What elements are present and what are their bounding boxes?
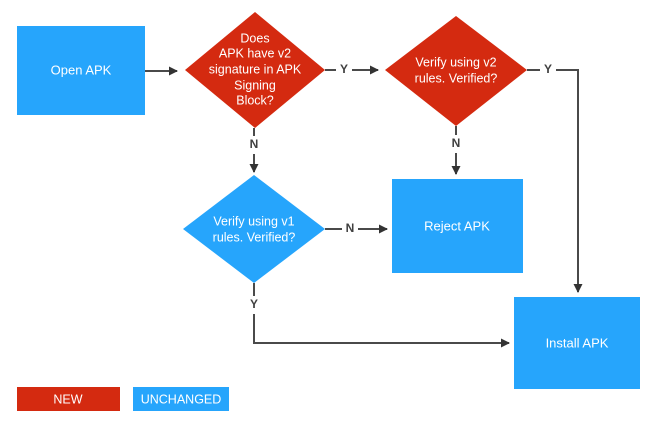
- connector-verifyv2-yes-to-install: Y: [527, 61, 583, 293]
- node-has-v2-signature-line-4: Block?: [236, 93, 274, 107]
- node-verify-v2[interactable]: Verify using v2 rules. Verified?: [385, 16, 527, 126]
- node-verify-v2-line-1: rules. Verified?: [415, 71, 498, 85]
- node-open-apk[interactable]: Open APK: [17, 26, 145, 115]
- edge-label-no-verifyv1: N: [346, 221, 355, 235]
- edge-label-yes-verifyv1: Y: [250, 297, 258, 311]
- legend-item-new: NEW: [17, 387, 120, 411]
- node-verify-v1-line-1: rules. Verified?: [213, 230, 296, 244]
- node-install-apk[interactable]: Install APK: [514, 297, 640, 389]
- node-verify-v1-line-0: Verify using v1: [213, 214, 294, 228]
- connector-verifyv2-no-to-reject: N: [448, 126, 464, 175]
- node-verify-v2-shape: [385, 16, 527, 126]
- node-has-v2-signature[interactable]: Does APK have v2 signature in APK Signin…: [185, 12, 325, 128]
- node-install-apk-shape: [514, 297, 640, 389]
- edge-label-no-verifyv2: N: [452, 136, 461, 150]
- node-install-apk-label: Install APK: [546, 335, 609, 350]
- connector-verifyv1-yes-to-install: Y: [246, 283, 510, 348]
- node-open-apk-label: Open APK: [51, 62, 112, 77]
- connector-v2question-yes: Y: [325, 61, 379, 79]
- connector-v2question-no: N: [246, 128, 262, 173]
- node-verify-v1-shape: [183, 175, 325, 283]
- connector-verifyv1-no-to-reject: N: [325, 220, 388, 238]
- node-verify-v1[interactable]: Verify using v1 rules. Verified?: [183, 175, 325, 283]
- node-has-v2-signature-line-2: signature in APK: [209, 62, 302, 76]
- legend-swatch-new: [17, 387, 120, 411]
- node-has-v2-signature-line-1: APK have v2: [219, 46, 291, 60]
- node-has-v2-signature-line-3: Signing: [234, 78, 276, 92]
- node-has-v2-signature-shape: [185, 12, 325, 128]
- node-open-apk-shape: [17, 26, 145, 115]
- edge-label-no-v2question: N: [250, 137, 259, 151]
- node-has-v2-signature-line-0: Does: [240, 31, 269, 45]
- edge-label-yes-v2: Y: [340, 62, 348, 76]
- legend-swatch-unchanged: [133, 387, 229, 411]
- node-reject-apk-shape: [392, 179, 523, 273]
- legend: NEW UNCHANGED: [17, 387, 229, 411]
- node-reject-apk[interactable]: Reject APK: [392, 179, 523, 273]
- legend-item-unchanged: UNCHANGED: [133, 387, 229, 411]
- node-reject-apk-label: Reject APK: [424, 218, 490, 233]
- legend-label-unchanged: UNCHANGED: [141, 392, 222, 406]
- node-verify-v2-line-0: Verify using v2: [415, 55, 496, 69]
- legend-label-new: NEW: [53, 392, 82, 406]
- edge-label-yes-verifyv2: Y: [544, 62, 552, 76]
